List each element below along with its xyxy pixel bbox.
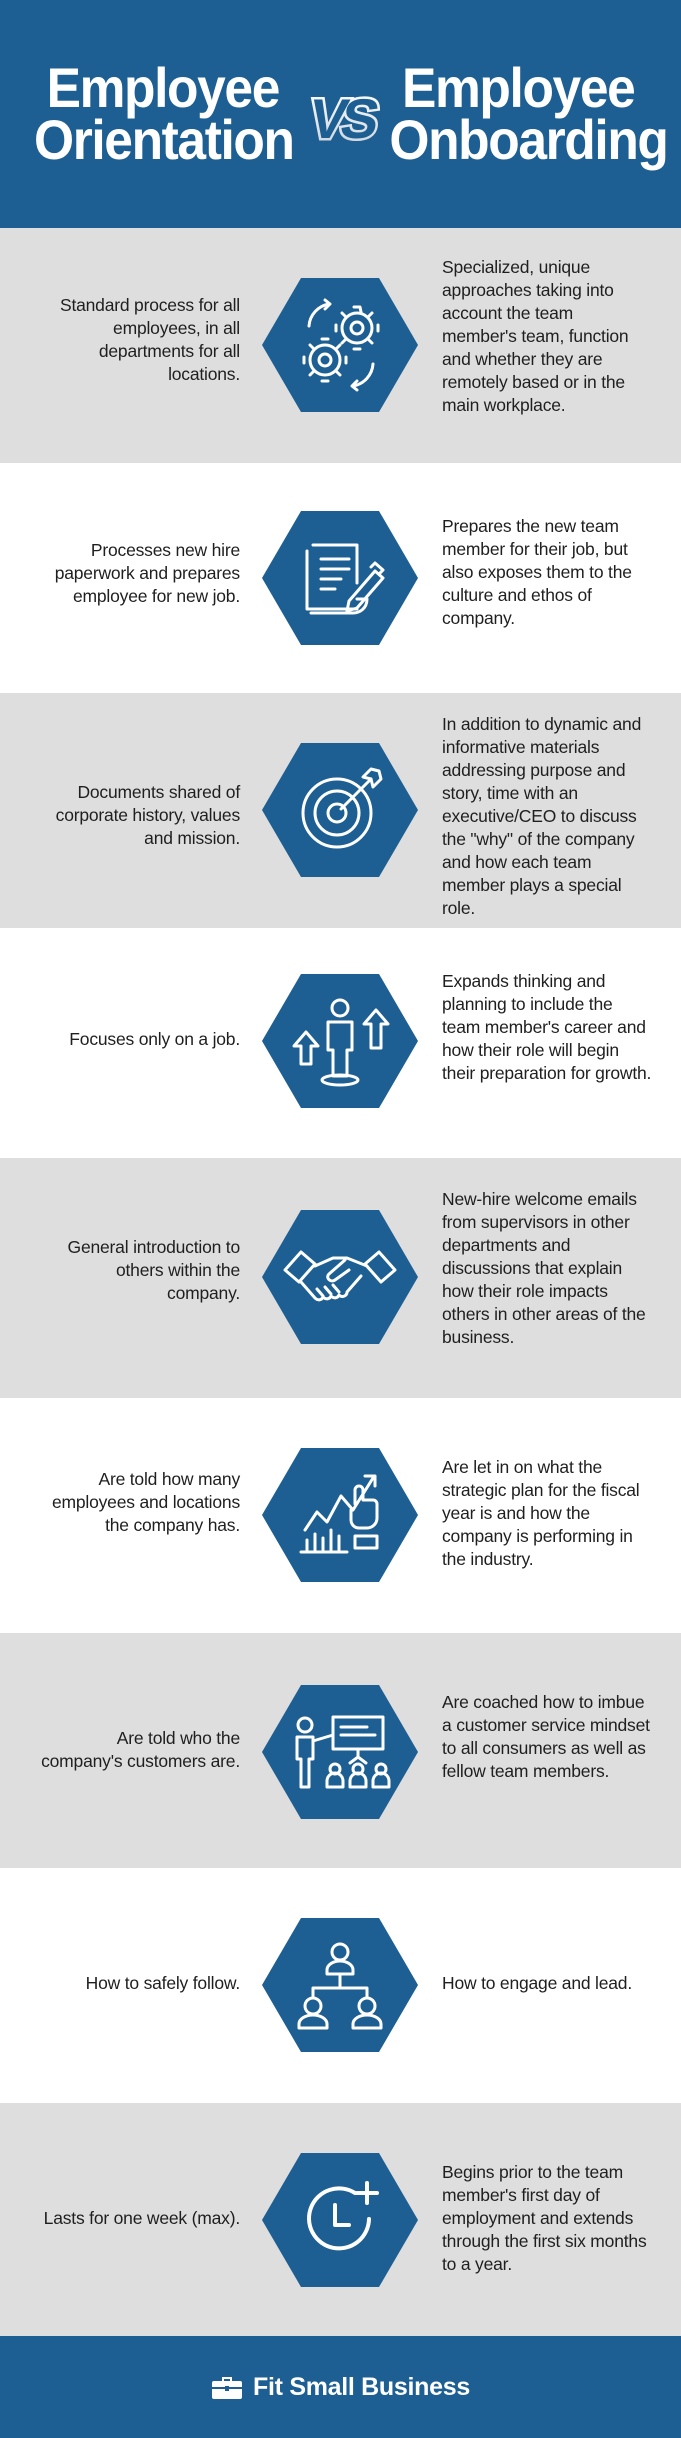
orientation-title-line1: Employee	[46, 56, 281, 119]
row-icon-hexagon	[261, 276, 419, 414]
orientation-text: Are told how many employees and location…	[51, 1469, 240, 1535]
person-growth-icon	[262, 974, 418, 1108]
gears-icon	[262, 278, 418, 412]
orientation-text: General introduction to others within th…	[67, 1237, 241, 1303]
orientation-title: Employee Orientation	[34, 56, 295, 171]
comparison-row-7: Are told who the company's customers are…	[0, 1633, 681, 1868]
comparison-row-4: Focuses only on a job. Expands thinking …	[0, 928, 681, 1158]
comparison-row-9: Lasts for one week (max). Begins prior t…	[0, 2103, 681, 2338]
onboarding-title: Employee Onboarding	[389, 56, 668, 171]
comparison-row-3: Documents shared of corporate history, v…	[0, 693, 681, 928]
team-hierarchy-icon	[262, 1918, 418, 2052]
vs-icon: VS	[302, 85, 385, 153]
orientation-text: Are told who the company's customers are…	[41, 1728, 240, 1771]
row-icon-hexagon	[261, 1446, 419, 1584]
row-icon-hexagon	[261, 509, 419, 647]
header: Employee Orientation VS Employee Onboard…	[0, 0, 681, 228]
comparison-row-1: Standard process for all employees, in a…	[0, 228, 681, 463]
onboarding-text: New-hire welcome emails from supervisors…	[442, 1189, 646, 1347]
presentation-icon	[262, 1685, 418, 1819]
onboarding-text: Specialized, unique approaches taking in…	[442, 257, 629, 415]
orientation-title-line2: Orientation	[34, 108, 295, 171]
row-icon-hexagon	[261, 1916, 419, 2054]
handshake-icon	[262, 1210, 418, 1344]
growth-chart-icon	[262, 1448, 418, 1582]
onboarding-text: Begins prior to the team member's first …	[442, 2162, 647, 2274]
row-icon-hexagon	[261, 2151, 419, 2289]
orientation-text: Standard process for all employees, in a…	[59, 295, 240, 384]
onboarding-title-line1: Employee	[402, 56, 636, 119]
footer: Fit Small Business	[0, 2336, 681, 2438]
orientation-text: How to safely follow.	[85, 1973, 241, 1993]
brand-logo[interactable]: Fit Small Business	[211, 2373, 470, 2402]
onboarding-text: Expands thinking and planning to include…	[442, 971, 652, 1083]
onboarding-text: In addition to dynamic and informative m…	[442, 714, 642, 918]
row-icon-hexagon	[261, 972, 419, 1110]
vs-text: VS	[305, 87, 383, 150]
onboarding-text: Prepares the new team member for their j…	[442, 516, 632, 628]
target-icon	[262, 743, 418, 877]
onboarding-title-line2: Onboarding	[389, 108, 668, 171]
brand-name: Fit Small Business	[253, 2372, 470, 2401]
row-icon-hexagon	[261, 741, 419, 879]
vs-badge: VS	[292, 82, 386, 154]
orientation-text: Documents shared of corporate history, v…	[55, 782, 241, 848]
briefcase-icon	[212, 2377, 243, 2399]
row-icon-hexagon	[261, 1208, 419, 1346]
onboarding-text: Are coached how to imbue a customer serv…	[442, 1692, 650, 1781]
orientation-text: Lasts for one week (max).	[43, 2208, 241, 2228]
clock-plus-icon	[262, 2153, 418, 2287]
onboarding-text: How to engage and lead.	[442, 1973, 632, 1993]
comparison-row-8: How to safely follow. How to engage and …	[0, 1868, 681, 2103]
orientation-text: Focuses only on a job.	[69, 1029, 240, 1049]
row-icon-hexagon	[261, 1683, 419, 1821]
onboarding-text: Are let in on what the strategic plan fo…	[442, 1457, 640, 1569]
document-pen-icon	[262, 511, 418, 645]
comparison-row-2: Processes new hire paperwork and prepare…	[0, 463, 681, 693]
comparison-row-5: General introduction to others within th…	[0, 1158, 681, 1398]
comparison-row-6: Are told how many employees and location…	[0, 1398, 681, 1633]
orientation-text: Processes new hire paperwork and prepare…	[54, 540, 241, 606]
